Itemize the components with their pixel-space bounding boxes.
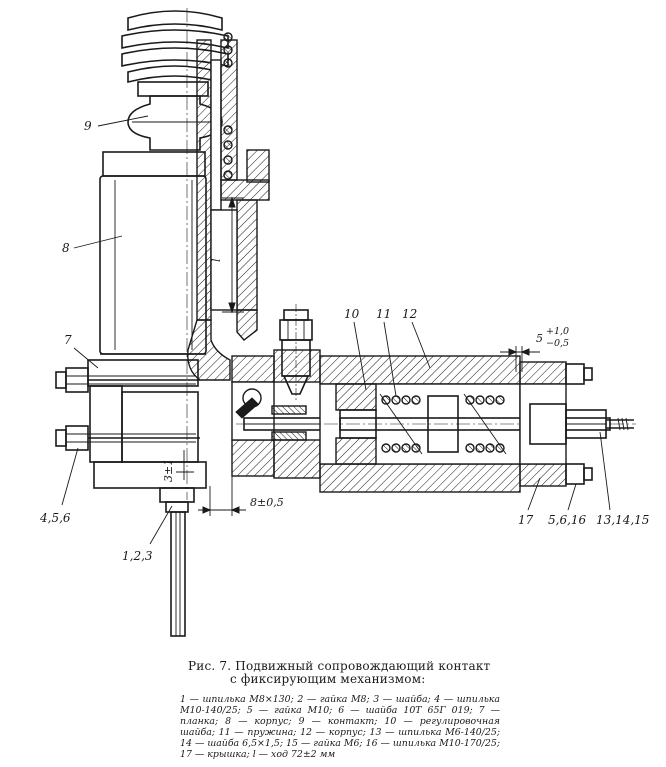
dim-label-5-plus: +1,0 — [546, 326, 569, 337]
callout-10: 10 — [344, 307, 360, 321]
leader-lines — [61, 115, 611, 545]
dim-label-8: 8±0,5 — [250, 496, 284, 509]
dim-label-3: 3±1 — [162, 459, 175, 482]
caption-title-line-1: Рис. 7. Подвижный сопровождающий контакт — [188, 659, 491, 673]
bottom-stud — [159, 487, 195, 637]
caption-legend: 1 — шпилька М8×130; 2 — гайка М8; 3 — ша… — [180, 694, 500, 760]
callout-4-5-6: 4,5,6 — [39, 511, 71, 525]
housing-horizontal — [236, 355, 636, 493]
callout-9: 9 — [84, 119, 92, 133]
callout-13-14-15: 13,14,15 — [596, 513, 649, 527]
fixing-mechanism — [231, 304, 345, 479]
dim-8 — [198, 476, 246, 516]
dim-label-5: 5 — [536, 332, 543, 345]
housing-cylinder — [99, 151, 207, 355]
bracket-and-studs — [55, 359, 207, 489]
dim-3 — [176, 450, 194, 480]
dim-label-l: l — [210, 258, 223, 262]
callout-8: 8 — [62, 241, 70, 255]
callout-12: 12 — [402, 307, 417, 321]
callout-5-6-16: 5,6,16 — [548, 513, 587, 527]
dim-5 — [500, 346, 540, 372]
technical-drawing: 9 8 7 4,5,6 1,2,3 10 11 12 17 5,6,16 13,… — [39, 8, 649, 637]
callout-7: 7 — [64, 333, 72, 347]
figure-caption: Рис. 7. Подвижный сопровождающий контакт… — [180, 660, 500, 761]
vertical-section — [187, 32, 270, 381]
caption-title: Рис. 7. Подвижный сопровождающий контакт… — [188, 660, 500, 686]
callout-11: 11 — [376, 307, 391, 321]
callout-17: 17 — [518, 513, 534, 527]
dim-label-5-minus: −0,5 — [546, 338, 569, 349]
caption-title-line-2: с фиксирующим механизмом: — [230, 672, 426, 686]
callout-1-2-3: 1,2,3 — [122, 549, 153, 563]
